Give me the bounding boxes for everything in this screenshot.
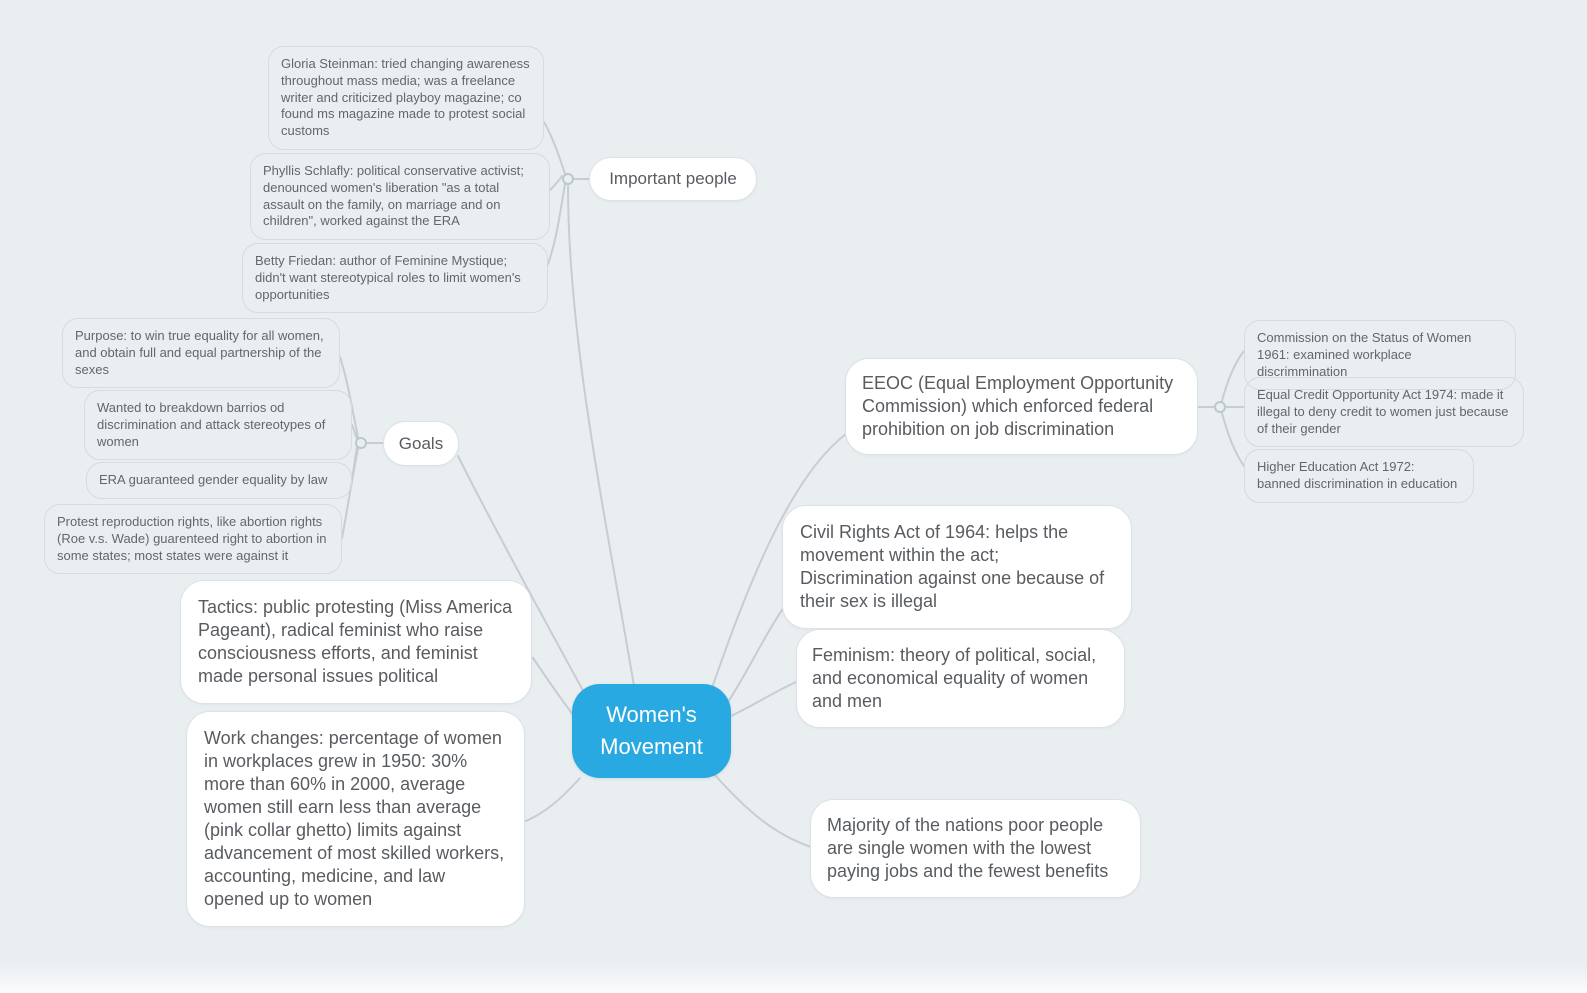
node-tactics[interactable]: Tactics: public protesting (Miss America…	[180, 580, 532, 705]
node-poverty[interactable]: Majority of the nations poor people are …	[810, 799, 1141, 899]
connector-root-eeoc	[711, 433, 847, 689]
canvas-bottom-fade	[0, 963, 1587, 993]
node-goal-reproduction-rights[interactable]: Protest reproduction rights, like aborti…	[44, 504, 342, 575]
branch-toggle-eeoc[interactable]	[1214, 401, 1226, 413]
connector-root-work-changes	[525, 777, 581, 822]
node-civil-rights-act[interactable]: Civil Rights Act of 1964: helps the move…	[782, 505, 1132, 630]
node-goal-era[interactable]: ERA guaranteed gender equality by law	[86, 462, 352, 499]
connector-root-important-people	[567, 185, 635, 687]
connector-goals-purpose	[339, 356, 359, 438]
connector-root-goals	[457, 455, 587, 697]
branch-toggle-important-people[interactable]	[562, 173, 574, 185]
connector-eeoc-higher-education	[1221, 412, 1245, 467]
node-goal-breakdown-barriers[interactable]: Wanted to breakdown barrios od discrimin…	[84, 390, 352, 461]
connector-root-feminism	[730, 681, 797, 717]
node-equal-credit-act[interactable]: Equal Credit Opportunity Act 1974: made …	[1244, 377, 1524, 448]
connector-goals-breakdown	[351, 424, 358, 440]
node-commission-status-women[interactable]: Commission on the Status of Women 1961: …	[1244, 320, 1516, 391]
connector-root-civil-rights	[727, 606, 785, 703]
connector-goals-reproduction	[341, 448, 359, 539]
node-betty-friedan[interactable]: Betty Friedan: author of Feminine Mystiq…	[242, 243, 548, 314]
branch-toggle-goals[interactable]	[355, 437, 367, 449]
connector-important-people-gloria	[543, 121, 566, 175]
node-higher-education-act[interactable]: Higher Education Act 1972: banned discri…	[1244, 449, 1474, 503]
node-gloria-steinman[interactable]: Gloria Steinman: tried changing awarenes…	[268, 46, 544, 150]
connector-eeoc-commission	[1221, 350, 1245, 402]
node-womens-movement[interactable]: Women's Movement	[572, 684, 731, 778]
node-goals[interactable]: Goals	[383, 421, 459, 466]
connector-root-poverty	[713, 773, 812, 848]
node-phyllis-schlafly[interactable]: Phyllis Schlafly: political conservative…	[250, 153, 550, 241]
node-eeoc[interactable]: EEOC (Equal Employment Opportunity Commi…	[845, 358, 1198, 456]
connector-important-people-betty	[547, 183, 566, 265]
node-feminism[interactable]: Feminism: theory of political, social, a…	[796, 629, 1125, 729]
node-important-people[interactable]: Important people	[589, 157, 757, 201]
node-work-changes[interactable]: Work changes: percentage of women in wor…	[186, 711, 525, 928]
connector-important-people-phyllis	[549, 175, 563, 191]
connector-root-tactics	[532, 657, 575, 717]
node-goal-purpose[interactable]: Purpose: to win true equality for all wo…	[62, 318, 340, 389]
